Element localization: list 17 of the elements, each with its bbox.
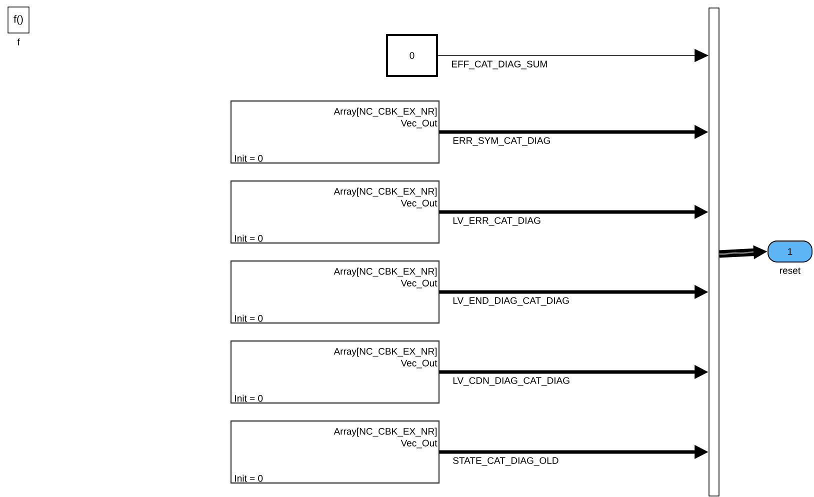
- edge-label: STATE_CAT_DIAG_OLD: [452, 456, 560, 467]
- edge-label: ERR_SYM_CAT_DIAG: [452, 136, 552, 147]
- array-block: Array[NC_CBK_EX_NR] Vec_Out Init = 0: [230, 180, 440, 244]
- node-label: f: [17, 38, 20, 46]
- edge-label: LV_CDN_DIAG_CAT_DIAG: [452, 376, 572, 387]
- array-block: Array[NC_CBK_EX_NR] Vec_Out Init = 0: [230, 100, 440, 164]
- edge-label: LV_ERR_CAT_DIAG: [452, 216, 542, 227]
- edge-label: EFF_CAT_DIAG_SUM: [450, 60, 549, 70]
- node-label: reset: [780, 268, 800, 274]
- array-block: Array[NC_CBK_EX_NR] Vec_Out Init = 0: [230, 420, 440, 484]
- edge-label: LV_END_DIAG_CAT_DIAG: [452, 296, 570, 307]
- constant-block: 0: [386, 34, 438, 77]
- array-block: Array[NC_CBK_EX_NR] Vec_Out Init = 0: [230, 260, 440, 324]
- function-block: f() f: [8, 6, 30, 46]
- bus-bar: [708, 8, 720, 496]
- outport-block: 1 reset: [768, 240, 812, 274]
- array-block: Array[NC_CBK_EX_NR] Vec_Out Init = 0: [230, 340, 440, 404]
